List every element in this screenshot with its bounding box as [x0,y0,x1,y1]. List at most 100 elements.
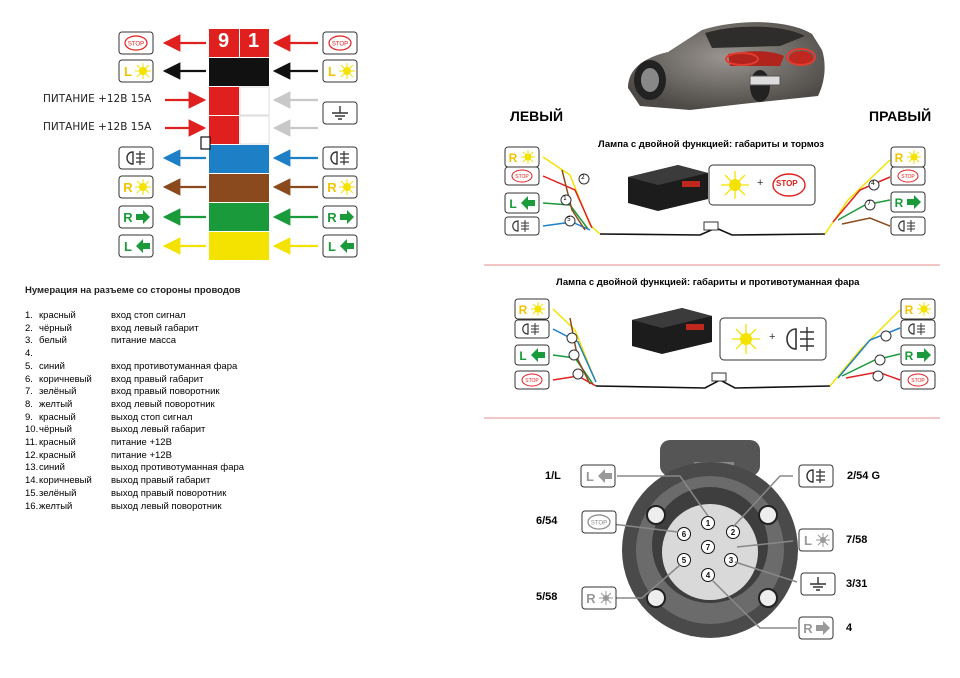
pin-label-2: 2/54 G [847,470,881,482]
ground-icon [322,101,358,125]
svg-text:L: L [328,64,336,79]
right-icon-column: STOP L R R L [322,31,358,258]
diagram-brake-tail: R STOP L [504,146,926,236]
row-number: 3. [25,335,33,347]
row-color: желтый [39,500,73,512]
converter-module [632,308,712,354]
numbering-row: 9. красный выход стоп сигнал [25,412,244,425]
fog-lamp-icon [322,146,358,170]
row-number: 9. [25,411,33,423]
row-function: вход стоп сигнал [111,310,186,321]
svg-text:6: 6 [682,530,687,539]
pin-label-7: 7/58 [846,534,868,546]
right-turn-icon: R [798,616,834,640]
left-side-light-icon: L [322,59,358,83]
left-turn-icon: L [504,192,540,214]
svg-text:L: L [804,533,812,548]
numbering-row: 4. [25,348,244,361]
connector-icons: L STOP L R [580,464,836,640]
svg-text:R: R [123,210,133,225]
row-color: красный [39,310,76,321]
row-function: выход правый габарит [111,475,211,487]
left-turn-icon: L [580,464,616,488]
row-number: 16. [25,500,39,512]
left-icon-column: STOP L R R L [118,31,154,258]
row-color: красный [39,411,76,423]
numbering-row: 11.красный питание +12В [25,437,244,450]
svg-text:STOP: STOP [525,378,539,384]
row-number: 2. [25,322,33,334]
row-color: желтый [39,398,73,410]
wire-num-4: 4 [871,180,875,187]
svg-text:L: L [124,239,132,254]
fog-lamp-icon [890,216,926,236]
row-function: выход левый поворотник [111,500,222,512]
plus-sign-2: + [769,331,776,343]
svg-text:R: R [327,180,337,195]
fog-lamp-icon [798,464,834,488]
header-number-1: 1 [248,30,260,52]
right-side-light-icon: R [581,586,617,610]
row-number: 5. [25,360,33,372]
wire-num-7: 7 [867,200,871,207]
right-turn-icon: R [900,344,936,366]
pin-label-4: 4 [846,622,853,634]
row-number: 6. [25,373,33,385]
row-function: выход левый габарит [111,424,206,436]
row-color: белый [39,335,67,347]
row-number: 4. [25,348,33,360]
stop-lamp-icon: STOP [322,31,358,55]
svg-text:R: R [509,151,518,165]
row-number: 11. [25,437,38,449]
numbering-row: 3. белый питание масса [25,335,244,348]
stop-lamp-icon: STOP [118,31,154,55]
left-turn-icon: L [322,234,358,258]
row-function: выход стоп сигнал [111,411,193,423]
stop-lamp-icon: STOP [890,166,926,186]
converter-module [628,165,708,211]
right-side-light-icon: R [900,298,936,320]
right-turn-icon: R [322,205,358,229]
right-turn-icon: R [118,205,154,229]
svg-text:R: R [905,349,914,363]
row-color: красный [39,449,76,461]
ground-icon [800,572,836,596]
function-box-tail-fog [719,317,827,361]
row-function: выход противотуманная фара [111,462,245,474]
fog-lamp-icon [514,319,550,339]
svg-text:1: 1 [706,519,711,528]
caption-tail-brake: Лампа с двойной функцией: габариты и тор… [598,139,825,150]
left-side-light-icon: L [118,59,154,83]
svg-text:R: R [895,151,904,165]
plus-sign-1: + [757,177,764,189]
svg-text:L: L [124,64,132,79]
wire-num-2: 2 [581,174,585,181]
right-turn-icon: R [890,191,926,213]
pin-label-1: 1/L [545,470,561,482]
svg-text:STOP: STOP [591,521,607,527]
svg-text:3: 3 [729,556,734,565]
stop-text: STOP [776,179,798,188]
row-function: питание масса [111,335,177,347]
caption-tail-fog: Лампа с двойной функцией: габариты и про… [556,277,860,288]
svg-text:STOP: STOP [911,378,925,384]
power-label-1: ПИТАНИЕ +12В 15А [43,93,152,105]
power-label-2: ПИТАНИЕ +12В 15А [43,121,152,133]
function-box-tail-brake [708,164,816,206]
numbering-row: 16.желтый выход левый поворотник [25,501,244,514]
row-function: выход правый поворотник [111,487,227,499]
svg-text:L: L [519,349,526,363]
svg-text:R: R [895,196,904,210]
row-color: красный [39,437,76,449]
row-function: питание +12В [111,437,172,449]
